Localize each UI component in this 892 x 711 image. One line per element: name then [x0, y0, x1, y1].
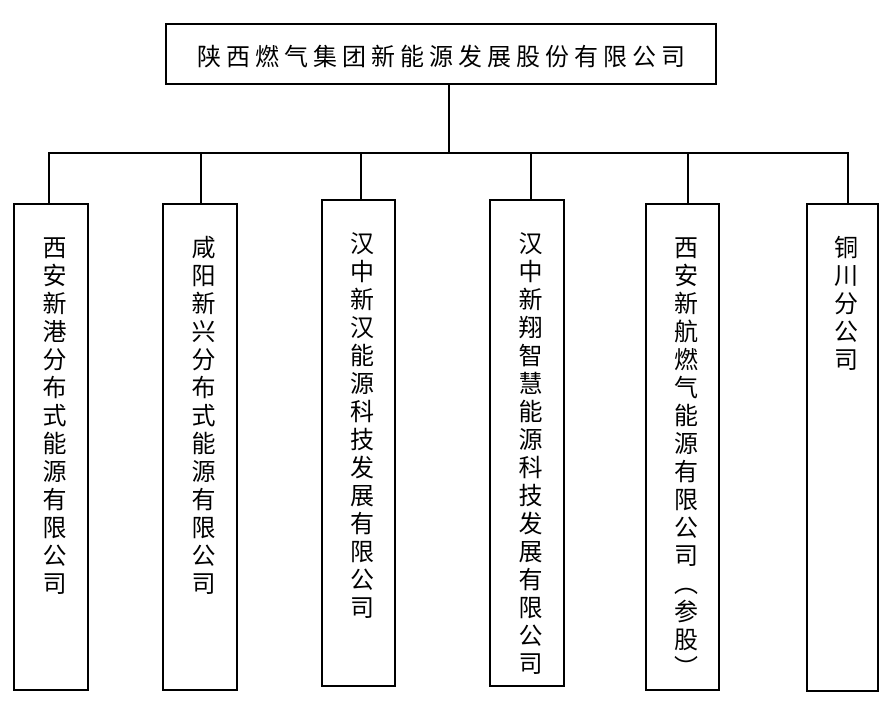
- connector-drop-6: [847, 152, 849, 204]
- child-node-5: 西安新航燃气能源有限公司（参股）: [645, 203, 720, 691]
- child-node-6-label: 铜川分公司: [829, 235, 856, 375]
- child-node-2: 咸阳新兴分布式能源有限公司: [162, 203, 238, 691]
- child-node-6: 铜川分公司: [806, 203, 879, 692]
- child-node-5-label: 西安新航燃气能源有限公司（参股）: [669, 235, 696, 683]
- connector-drop-2: [200, 152, 202, 204]
- child-node-2-label: 咸阳新兴分布式能源有限公司: [187, 235, 213, 599]
- connector-drop-1: [48, 152, 50, 204]
- root-node-label: 陕西燃气集团新能源发展股份有限公司: [197, 44, 690, 71]
- child-node-1: 西安新港分布式能源有限公司: [13, 203, 89, 691]
- connector-drop-4: [530, 152, 532, 200]
- connector-drop-3: [360, 152, 362, 200]
- child-node-3-label: 汉中新汉能源科技发展有限公司: [345, 231, 372, 623]
- connector-stem: [448, 85, 450, 153]
- root-node: 陕西燃气集团新能源发展股份有限公司: [165, 23, 717, 85]
- connector-rail: [48, 152, 849, 154]
- child-node-4: 汉中新翔智慧能源科技发展有限公司: [489, 199, 565, 687]
- child-node-4-label: 汉中新翔智慧能源科技发展有限公司: [514, 231, 540, 679]
- connector-drop-5: [687, 152, 689, 204]
- child-node-3: 汉中新汉能源科技发展有限公司: [321, 199, 396, 687]
- child-node-1-label: 西安新港分布式能源有限公司: [38, 235, 64, 599]
